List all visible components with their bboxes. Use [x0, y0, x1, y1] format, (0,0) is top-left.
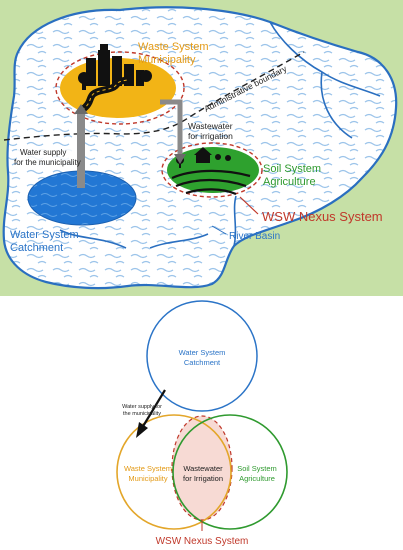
nexus-pointer-line	[239, 196, 259, 215]
water-supply-label-line1: Water supply	[20, 148, 66, 157]
wastewater-label-line1: Wastewater	[188, 121, 233, 131]
river-basin-label: River Basin	[229, 231, 280, 242]
venn-waste-label-line2: Municipality	[128, 474, 167, 483]
venn-water-label-line1: Water System	[179, 348, 226, 357]
venn-supply-arrowhead	[136, 422, 148, 438]
city-skyline-icon	[78, 44, 152, 90]
water-system-label-line2: Catchment	[10, 242, 63, 254]
venn-soil-label-line1: Soil System	[237, 464, 277, 473]
venn-waste-circle	[116, 414, 232, 530]
soil-nexus-dashed-ring	[161, 142, 263, 198]
water-supply-label-box	[17, 146, 75, 168]
venn-supply-arrow-line	[141, 389, 166, 429]
waste-system-label-line1: Waste System	[138, 41, 209, 53]
wastewater-pipe-arrowhead	[174, 154, 186, 164]
soil-system-label-line1: Soil System	[263, 163, 321, 175]
venn-supply-label-line2: the municipality	[123, 411, 161, 417]
water-system-label-line1: Water System	[10, 229, 79, 241]
water-supply-pipe	[77, 110, 85, 188]
venn-overlap-label-line1: Wastewater	[183, 464, 223, 473]
venn-water-circle	[146, 300, 258, 412]
venn-soil-circle	[172, 414, 288, 530]
venn-supply-label-line1: Water supply for	[122, 404, 162, 410]
water-supply-arrowhead	[74, 104, 88, 114]
water-supply-label-line2: for the municipality	[14, 158, 81, 167]
venn-nexus-label: WSW Nexus System	[156, 536, 249, 547]
venn-waste-label-line1: Waste System	[124, 464, 172, 473]
venn-soil-label-line2: Agriculture	[239, 474, 275, 483]
wastewater-label-line2: for irrigation	[188, 131, 233, 141]
river-basin-pointer-line	[211, 225, 227, 235]
farm-fields-icon	[171, 169, 251, 196]
venn-overlap-label-line2: for Irrigation	[183, 474, 223, 483]
waste-nexus-dashed-ring	[55, 51, 185, 125]
admin-boundary-line	[3, 51, 305, 141]
venn-water-label-line2: Catchment	[184, 358, 221, 367]
soil-system-label-line2: Agriculture	[263, 176, 316, 188]
venn-diagram: Water System Catchment Waste System Muni…	[116, 300, 288, 547]
river-lines	[59, 21, 381, 249]
venn-overlap-fill	[172, 416, 232, 520]
waste-system-label-line2: Municipality	[138, 54, 196, 66]
wastewater-pipe	[160, 99, 183, 158]
wsw-nexus-label-top: WSW Nexus System	[262, 209, 383, 224]
top-map: Administrative boundary Waste System Mun…	[0, 0, 403, 296]
